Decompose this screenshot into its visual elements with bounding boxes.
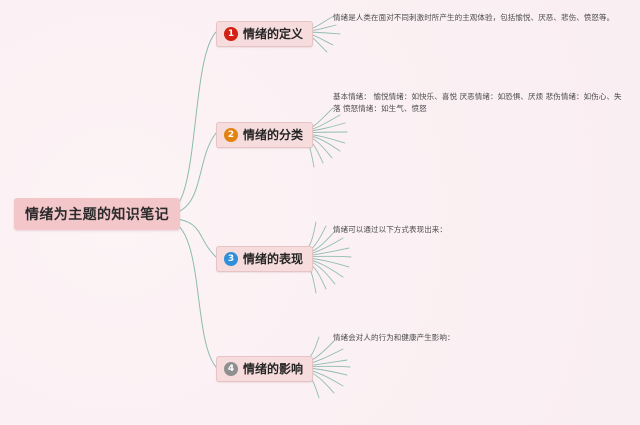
branch-badge-1: 1 — [224, 27, 238, 41]
branch-label-4: 情绪的影响 — [243, 362, 304, 376]
branch-node-1[interactable]: 1 情绪的定义 — [216, 21, 314, 47]
note-text-3: 情绪可以通过以下方式表现出来： — [333, 225, 447, 234]
branch-badge-2: 2 — [224, 128, 238, 142]
link-root-to-branch-4 — [167, 219, 217, 368]
branch-label-2: 情绪的分类 — [243, 128, 304, 142]
root-node[interactable]: 情绪为主题的知识笔记 — [14, 198, 180, 230]
branch-node-3[interactable]: 3 情绪的表现 — [216, 246, 314, 272]
branch-badge-4: 4 — [224, 362, 238, 376]
note-text-4: 情绪会对人的行为和健康产生影响： — [333, 333, 455, 342]
branch-node-4[interactable]: 4 情绪的影响 — [216, 356, 314, 382]
branch-node-2[interactable]: 2 情绪的分类 — [216, 122, 314, 148]
branch-label-1: 情绪的定义 — [243, 27, 304, 41]
root-node-label: 情绪为主题的知识笔记 — [25, 207, 169, 223]
branch-label-3: 情绪的表现 — [243, 252, 304, 266]
branch-badge-3: 3 — [224, 252, 238, 266]
note-text-2: 基本情绪： 愉悦情绪：如快乐、喜悦 厌恶情绪：如恐惧、厌烦 悲伤情绪：如伤心、失… — [333, 92, 622, 113]
link-root-to-branch-1 — [167, 31, 217, 213]
note-text-1: 情绪是人类在面对不同刺激时所产生的主观体验，包括愉悦、厌恶、悲伤、愤怒等。 — [333, 13, 615, 22]
